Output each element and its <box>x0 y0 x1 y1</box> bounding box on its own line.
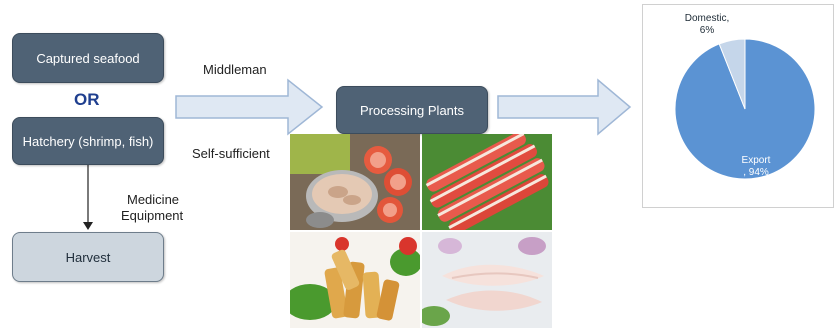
export-label-line1: Export <box>741 155 771 166</box>
equipment-line: Equipment <box>121 208 184 223</box>
self-sufficient-label: Self-sufficient <box>192 146 270 161</box>
pie-slice-domestic <box>718 38 746 110</box>
harvest-box: Harvest <box>12 232 164 282</box>
export-slice-label: Export , 94% <box>731 155 781 179</box>
processing-plants-label: Processing Plants <box>359 102 465 118</box>
block-arrow-to-processing <box>175 78 324 136</box>
export-label-line2: , 94% <box>743 167 769 178</box>
or-label: OR <box>74 90 100 109</box>
captured-seafood-box: Captured seafood <box>12 33 164 83</box>
fried-fish-stick-photo <box>290 232 420 328</box>
canned-tuna-tomato-photo <box>290 134 420 230</box>
harvest-label: Harvest <box>65 249 111 265</box>
medicine-label: Medicine Equipment <box>121 192 183 224</box>
captured-seafood-label: Captured seafood <box>36 50 140 66</box>
domestic-label-line2: 6% <box>699 25 715 36</box>
processing-plants-box: Processing Plants <box>336 86 488 134</box>
domestic-label-line1: Domestic, <box>684 13 730 24</box>
crab-stick-photo <box>422 134 552 230</box>
middleman-label: Middleman <box>203 62 267 77</box>
export-domestic-pie-chart: Domestic, 6% Export , 94% <box>642 4 834 208</box>
domestic-slice-label: Domestic, 6% <box>677 13 737 37</box>
fish-fillet-photo <box>422 232 552 328</box>
block-arrow-to-market <box>497 78 632 136</box>
pie-svg <box>674 38 816 180</box>
medicine-line: Medicine <box>127 192 180 207</box>
hatchery-label: Hatchery (shrimp, fish) <box>22 133 154 149</box>
hatchery-box: Hatchery (shrimp, fish) <box>12 117 164 165</box>
hatchery-to-harvest-arrowhead <box>83 222 93 230</box>
